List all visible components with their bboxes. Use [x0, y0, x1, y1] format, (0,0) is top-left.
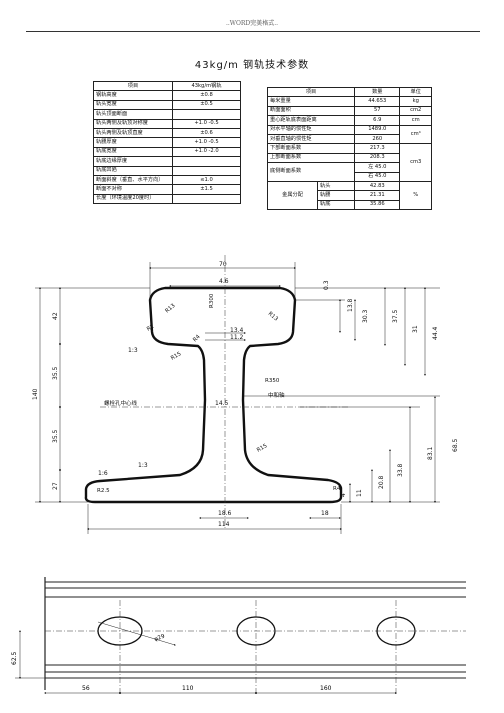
dim-r-37-5: 37.5 [392, 309, 399, 323]
slope-foot: 1:3 [138, 462, 148, 469]
radius-r15-bottom: R15 [256, 443, 269, 454]
dim-web-b: 11.2 [230, 334, 244, 341]
dim-r-33-8: 33.8 [397, 463, 404, 477]
dim-hole-height: 62.5 [11, 651, 18, 665]
radius-r13-left: R13 [164, 303, 177, 315]
radius-r15-top: R15 [170, 351, 183, 362]
dim-spacing-160: 160 [320, 685, 332, 692]
radius-r13-right: R13 [267, 311, 280, 323]
dim-head-width: 4.6 [219, 278, 229, 285]
table-row: 长度（环境温度20度时） [93, 193, 241, 205]
slope-head: 1:3 [128, 347, 138, 354]
dim-r-20-8: 20.8 [378, 475, 385, 489]
radius-r4: R4 [192, 334, 202, 344]
metal-group-label: 金属分配 [266, 180, 319, 211]
dim-r-0-3: 0.3 [323, 280, 330, 290]
dim-r-30-3: 30.3 [362, 309, 369, 323]
dim-r-83-1: 83.1 [427, 446, 434, 460]
rail-cross-section: 70 4.6 114 18.6 18 13.4 11.2 14.5 1:3 1:… [32, 255, 459, 534]
dim-base-left: 18.6 [218, 510, 232, 517]
dimension-lines [35, 262, 440, 534]
dim-spacing-110: 110 [182, 685, 194, 692]
dim-head-height: 42 [52, 312, 59, 320]
dim-r-68-5: 68.5 [452, 438, 459, 452]
hole-diameter: φ29 [154, 633, 167, 642]
bolt-hole-center-label: 螺栓孔中心线 [104, 399, 138, 407]
page-title: 43kg/m 钢轨技术参数 [194, 60, 310, 71]
bolt-hole-elevation: φ29 62.5 56 110 160 [11, 577, 466, 695]
dim-r-31: 31 [412, 325, 419, 333]
table-row: 金属分配 轨头 42.83 % [266, 180, 432, 211]
row-value [172, 193, 241, 205]
dim-r-13-8: 13.8 [347, 298, 354, 312]
dim-web-a: 13.4 [230, 327, 244, 334]
dim-base-width: 114 [218, 521, 230, 528]
header-rule [26, 31, 480, 32]
dim-web-thickness: 14.5 [215, 400, 229, 407]
tolerance-table: 项目 43kg/m钢轨 钢轨高度±0.8 轨头宽度±0.5 轨头顶面断面 轨头两… [93, 80, 241, 205]
metal-value: 35.86 [354, 199, 401, 211]
dim-web-lower: 35.5 [52, 429, 59, 443]
radius-r300: R300 [209, 293, 215, 308]
metal-unit: % [399, 180, 432, 211]
neutral-axis-label: 中和轴 [268, 391, 285, 399]
dim-base-right: 18 [321, 510, 329, 517]
radius-r4-foot: R4 [333, 486, 341, 492]
page-header: ..WORD完美格式.. [225, 20, 279, 27]
radius-r350: R350 [265, 378, 280, 384]
dim-r-11: 11 [356, 489, 363, 497]
dim-r-4: 4 [340, 493, 347, 497]
dim-web-upper: 35.5 [52, 366, 59, 380]
row-unit: cm [399, 115, 432, 126]
dim-r-44-4: 44.4 [432, 326, 439, 340]
slope-base: 1:6 [98, 470, 108, 477]
rail-profile-outline [84, 286, 343, 504]
dim-foot-height: 27 [52, 482, 59, 490]
dim-top-width: 70 [219, 261, 227, 268]
radius-r2: R2 [146, 324, 155, 333]
dim-height-total: 140 [32, 388, 39, 400]
radius-r2-5: R2.5 [97, 488, 110, 494]
dim-spacing-56: 56 [82, 685, 90, 692]
